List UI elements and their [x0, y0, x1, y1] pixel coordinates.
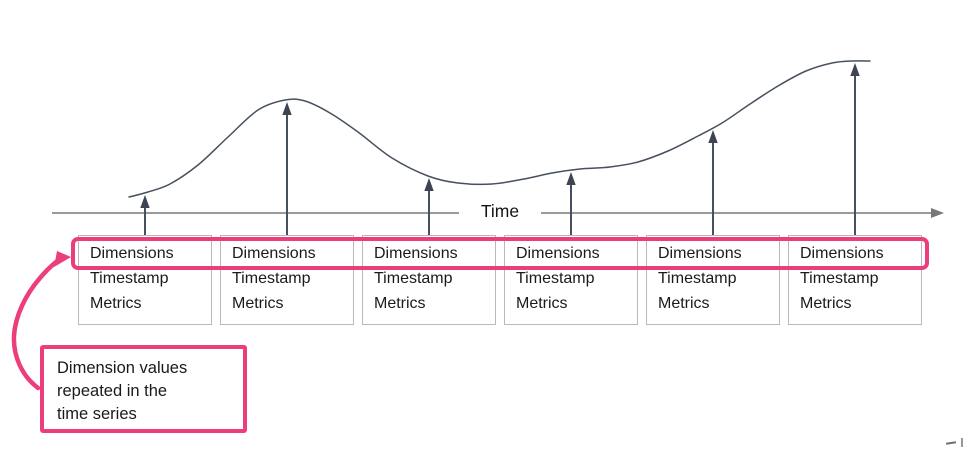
sample-arrowhead-icon — [282, 102, 292, 115]
time-axis-label: Time — [459, 200, 541, 223]
dimensions-highlight-rect — [71, 237, 929, 270]
sample-arrowhead-icon — [708, 130, 718, 143]
callout-arrowhead-icon — [54, 251, 71, 267]
bottom-right-artifact — [945, 438, 964, 450]
artifact-dash — [945, 441, 957, 445]
sample-arrowhead-icon — [424, 178, 434, 191]
callout-box: Dimension values repeated in the time se… — [40, 345, 247, 433]
sample-arrowhead-icon — [140, 195, 150, 208]
sample-arrowhead-icon — [566, 172, 576, 185]
time-axis-arrowhead-icon — [931, 208, 944, 218]
callout-text: Dimension values repeated in the time se… — [57, 359, 188, 423]
artifact-tick — [961, 438, 963, 447]
time-series-curve — [128, 60, 871, 198]
callout-arrow-curve — [11, 259, 59, 391]
sample-arrowhead-icon — [850, 63, 860, 76]
